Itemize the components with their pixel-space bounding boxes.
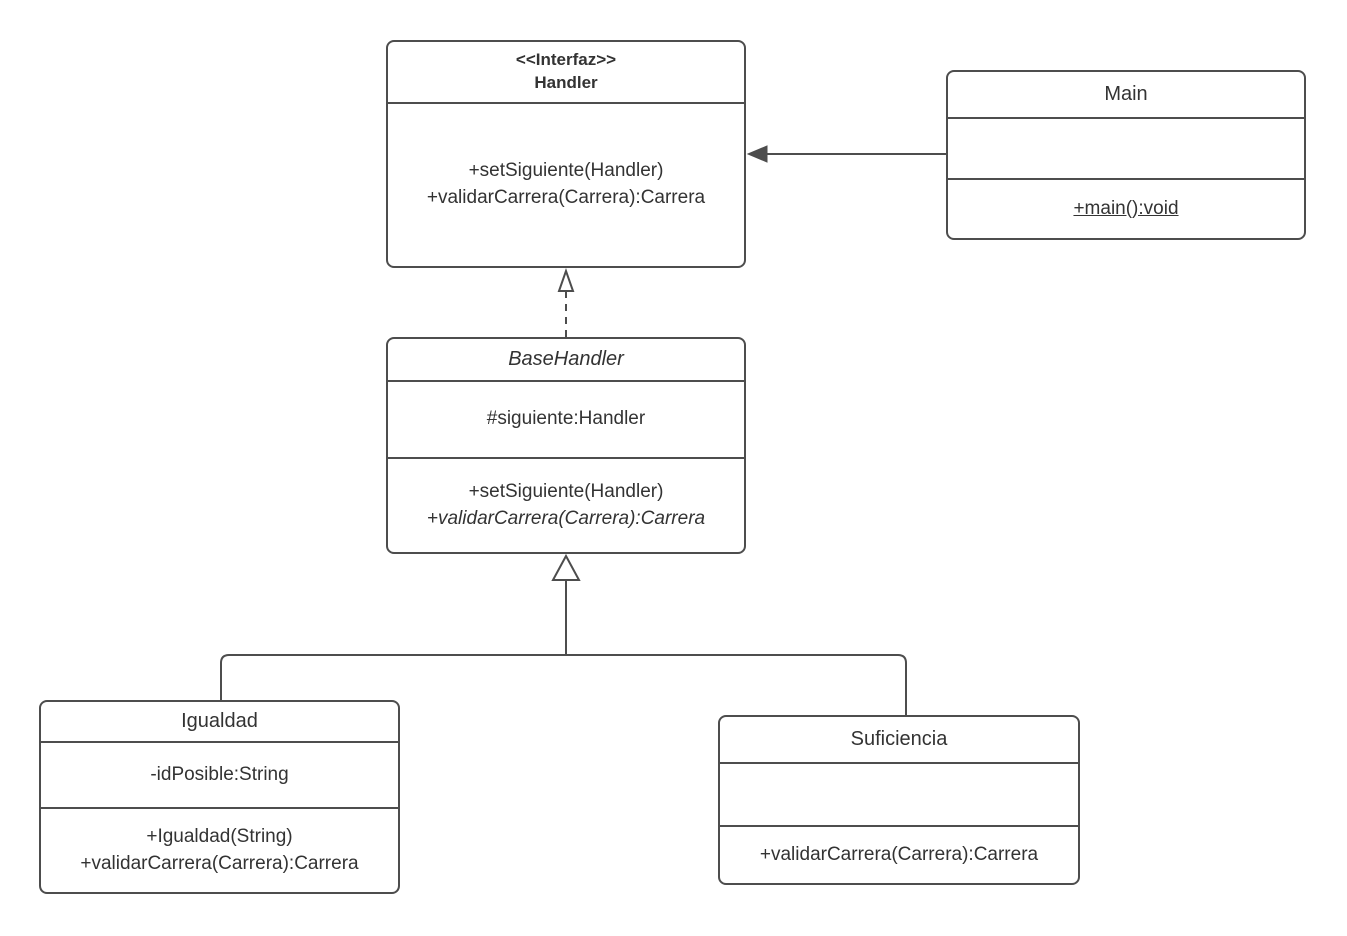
attributes-compartment — [720, 762, 1078, 825]
class-name: Suficiencia — [850, 728, 948, 750]
methods-compartment: +main():void — [948, 178, 1304, 238]
realization-basehandler-to-handler[interactable] — [557, 267, 575, 337]
methods-compartment: +Igualdad(String) +validarCarrera(Carrer… — [41, 807, 398, 892]
class-header: Suficiencia — [720, 717, 1078, 762]
method: +setSiguiente(Handler) — [468, 480, 664, 502]
methods-compartment: +setSiguiente(Handler) +validarCarrera(C… — [388, 457, 744, 552]
method: +validarCarrera(Carrera):Carrera — [759, 843, 1039, 865]
class-header: BaseHandler — [388, 339, 744, 380]
class-name: Main — [1104, 83, 1148, 105]
hollow-triangle-icon — [557, 267, 575, 292]
method: +validarCarrera(Carrera):Carrera — [426, 187, 706, 208]
class-header: Main — [948, 72, 1304, 117]
class-name: Handler — [534, 73, 598, 92]
class-header: <<Interfaz>> Handler — [388, 42, 744, 102]
generalization-children-to-basehandler[interactable] — [220, 553, 907, 715]
attributes-compartment: -idPosible:String — [41, 741, 398, 807]
methods-compartment: +setSiguiente(Handler) +validarCarrera(C… — [388, 102, 744, 266]
attribute: #siguiente:Handler — [486, 408, 646, 430]
filled-arrowhead-icon — [746, 145, 768, 163]
class-name: BaseHandler — [508, 348, 624, 370]
hollow-triangle-icon — [551, 553, 581, 581]
association-main-to-handler[interactable] — [746, 145, 946, 163]
attributes-compartment: #siguiente:Handler — [388, 380, 744, 457]
class-header: Igualdad — [41, 702, 398, 741]
class-box-main[interactable]: Main +main():void — [946, 70, 1306, 240]
class-box-handler[interactable]: <<Interfaz>> Handler +setSiguiente(Handl… — [386, 40, 746, 268]
attribute: -idPosible:String — [150, 763, 289, 785]
method: +validarCarrera(Carrera):Carrera — [426, 507, 706, 529]
attributes-compartment — [948, 117, 1304, 178]
class-box-igualdad[interactable]: Igualdad -idPosible:String +Igualdad(Str… — [39, 700, 400, 894]
class-box-basehandler[interactable]: BaseHandler #siguiente:Handler +setSigui… — [386, 337, 746, 554]
generalization-branch-line — [220, 654, 907, 715]
method: +validarCarrera(Carrera):Carrera — [80, 852, 359, 874]
methods-compartment: +validarCarrera(Carrera):Carrera — [720, 825, 1078, 883]
class-box-suficiencia[interactable]: Suficiencia +validarCarrera(Carrera):Car… — [718, 715, 1080, 885]
method: +main():void — [1073, 197, 1179, 219]
stereotype-label: <<Interfaz>> — [515, 50, 617, 70]
class-name: Igualdad — [181, 710, 258, 732]
method: +Igualdad(String) — [146, 825, 293, 847]
method: +setSiguiente(Handler) — [468, 160, 664, 182]
